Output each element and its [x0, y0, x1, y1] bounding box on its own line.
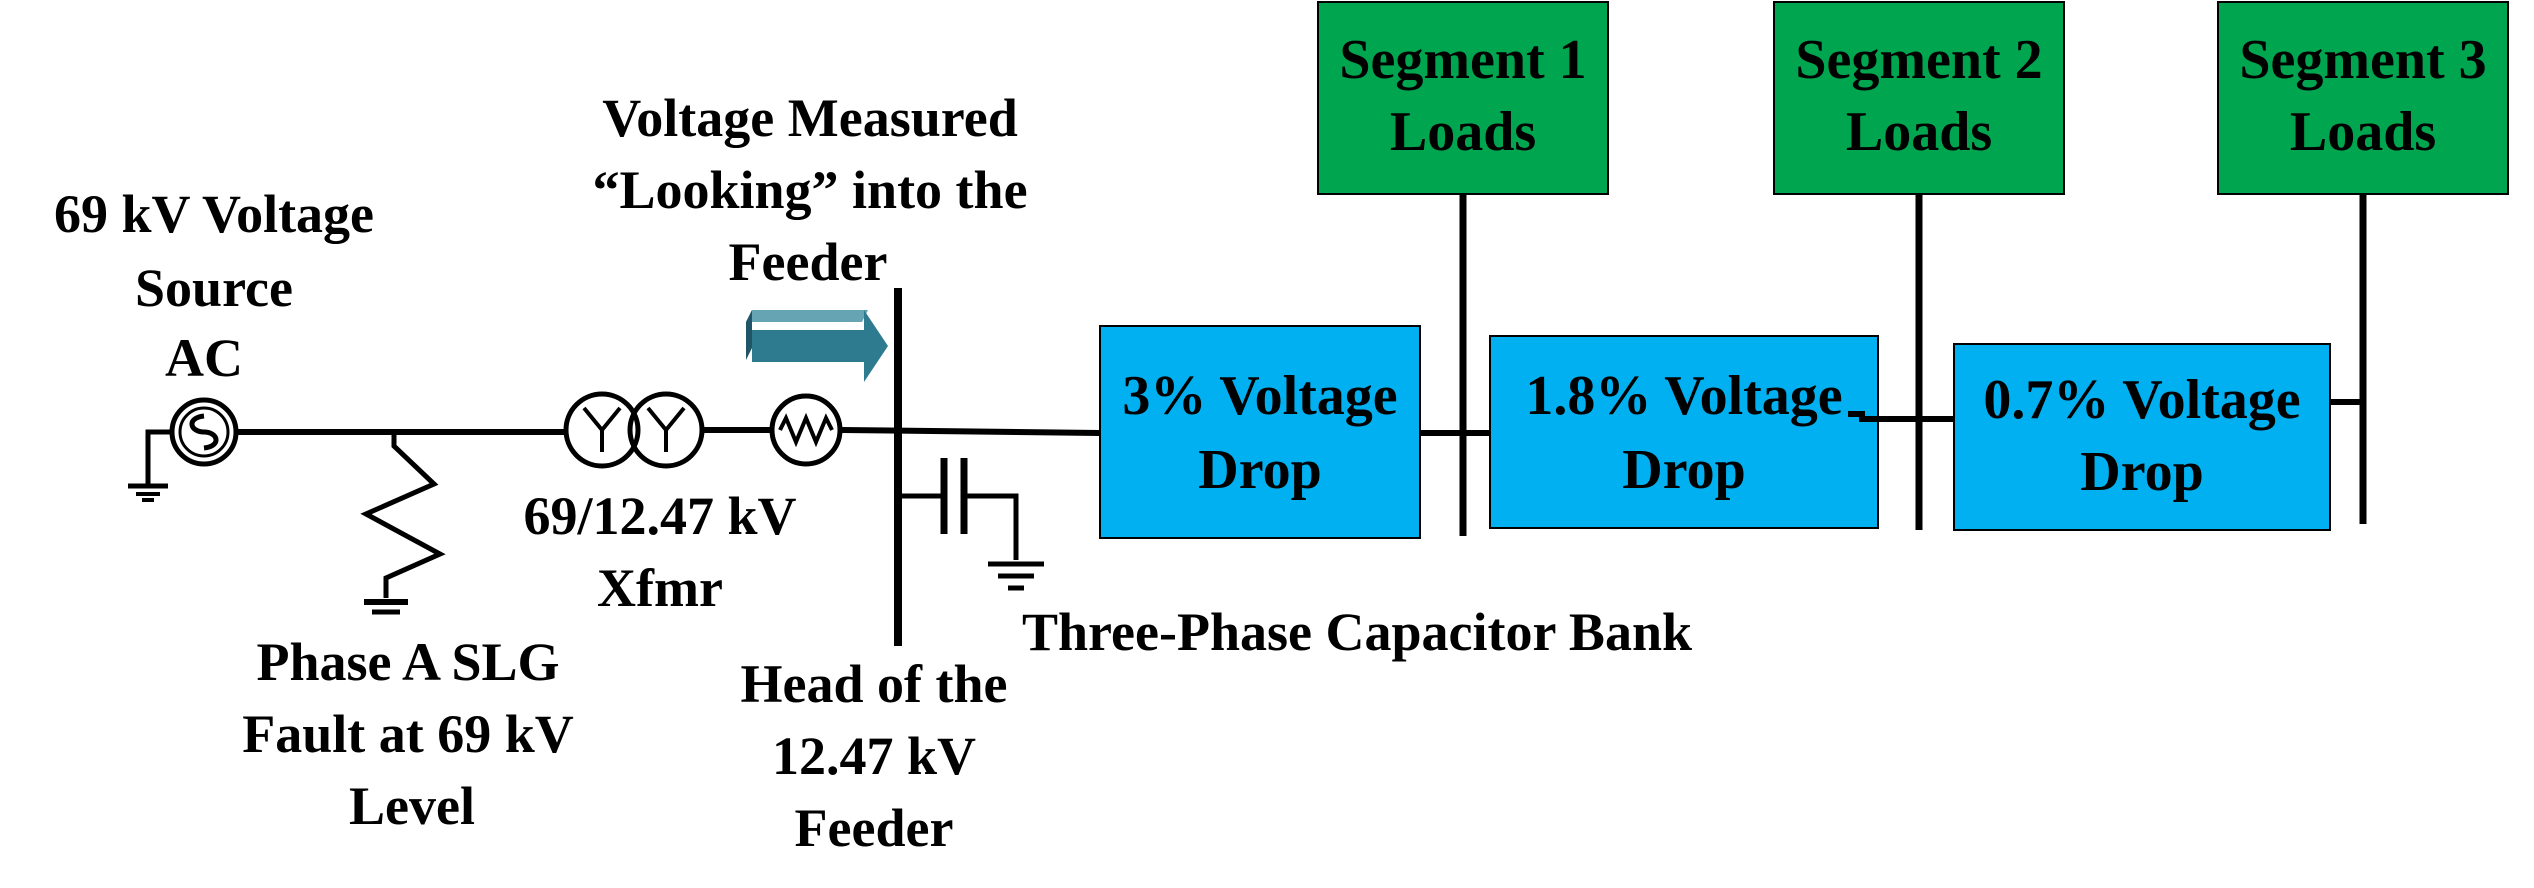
source-label-line-2: Source [135, 258, 293, 318]
drop-1-label-line-2: Drop [1198, 439, 1321, 501]
ac-source-icon [128, 397, 248, 502]
segment-3-loads-label-line-2: Loads [2290, 101, 2436, 163]
drop-2-label-line-2: Drop [1622, 439, 1745, 501]
source-label-line-1: 69 kV Voltage [54, 184, 374, 244]
line-fuse-to-drop-1 [841, 427, 1101, 436]
source-label-line-3: AC [165, 328, 243, 388]
segment-2-loads-label-line-1: Segment 2 [1795, 29, 2042, 91]
fault-label-line-1: Phase A SLG [256, 632, 559, 692]
line-drop-2-to-drop-3 [1848, 411, 1954, 422]
drop-3-label-line-1: 0.7% Voltage [1983, 369, 2300, 431]
capacitor-bank-label: Three-Phase Capacitor Bank [1022, 602, 1692, 662]
xfmr-label-line-2: Xfmr [597, 558, 723, 618]
feeder-head-label-line-2: 12.47 kV [772, 726, 976, 786]
segment-1-loads-label-line-1: Segment 1 [1339, 29, 1586, 91]
measurement-label-line-1: Voltage Measured [602, 88, 1017, 148]
drop-2-label-line-1: 1.8% Voltage [1525, 365, 1842, 427]
drop-1-label-line-1: 3% Voltage [1122, 365, 1397, 427]
segment-3-loads-label-line-1: Segment 3 [2239, 29, 2486, 91]
segment-1-loads-label-line-2: Loads [1390, 101, 1536, 163]
3-percent-voltage-drop-box [1099, 325, 1421, 539]
1-8-percent-voltage-drop-box [1489, 335, 1879, 529]
resistor-icon [769, 393, 843, 467]
transformer-icon [563, 391, 705, 469]
feeder-head-label-line-3: Feeder [795, 798, 954, 858]
drop-3-label-line-2: Drop [2080, 441, 2203, 503]
segment-3-loads-box [2217, 1, 2509, 195]
feeder-head-label-line-1: Head of the [741, 654, 1008, 714]
slg-fault-icon [360, 432, 446, 615]
measurement-label-line-3: Feeder [729, 232, 888, 292]
fault-label-line-3: Level [349, 776, 475, 836]
fault-label-line-2: Fault at 69 kV [242, 704, 574, 764]
measurement-label-line-2: “Looking” into the [592, 160, 1027, 220]
segment-2-loads-box [1773, 1, 2065, 195]
segment-2-loads-label-line-2: Loads [1846, 101, 1992, 163]
0-7-percent-voltage-drop-box [1953, 343, 2331, 531]
segment-1-loads-box [1317, 1, 1609, 195]
measurement-arrow-icon [746, 310, 888, 382]
xfmr-label-line-1: 69/12.47 kV [523, 486, 796, 546]
capacitor-bank-icon [898, 458, 1044, 591]
